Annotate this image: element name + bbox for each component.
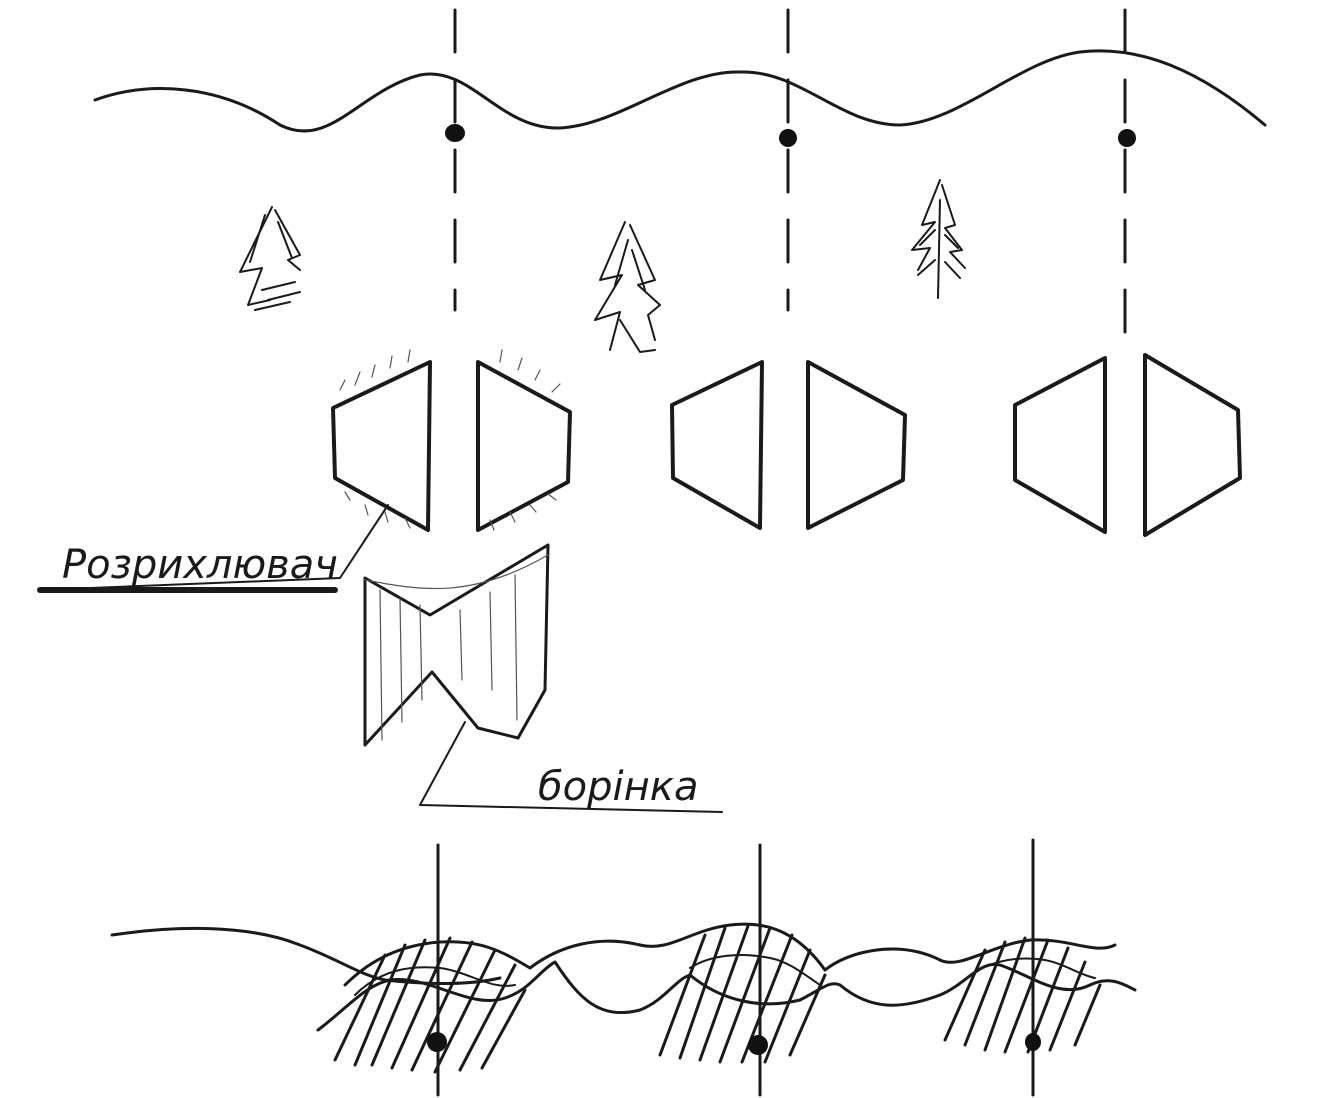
- sprout-icon-3: [911, 179, 966, 299]
- seed-1-bottom: [427, 1032, 447, 1052]
- seed-3-bottom: [1025, 1033, 1041, 1051]
- loosener-leader-line: [39, 504, 389, 591]
- seed-2-bottom: [748, 1035, 768, 1055]
- loosener-pair-2: [670, 360, 907, 530]
- seed-2-top: [779, 129, 797, 147]
- soil-ridge-wave-mid: [354, 954, 1096, 996]
- sprout-icon-1: [239, 206, 301, 311]
- soil-ridge-wave-upper: [343, 922, 1117, 987]
- soil-ridge-wave-lower: [316, 960, 1137, 1032]
- loosener-label: Розрихлювач: [62, 542, 338, 588]
- sprout-icon-2: [594, 221, 661, 353]
- seed-1-top: [445, 124, 465, 142]
- loosener-pair-1: [331, 349, 572, 532]
- loosened-soil-hatching: [333, 924, 1102, 1074]
- seed-3-top: [1118, 129, 1136, 147]
- loosener-pair-3: [1013, 353, 1242, 537]
- soil-surface-original: [110, 926, 502, 986]
- furrow-leader-line: [419, 721, 723, 813]
- soil-surface-top: [93, 49, 1267, 133]
- furrow-tool: [363, 543, 550, 747]
- furrow-label: борінка: [538, 764, 698, 810]
